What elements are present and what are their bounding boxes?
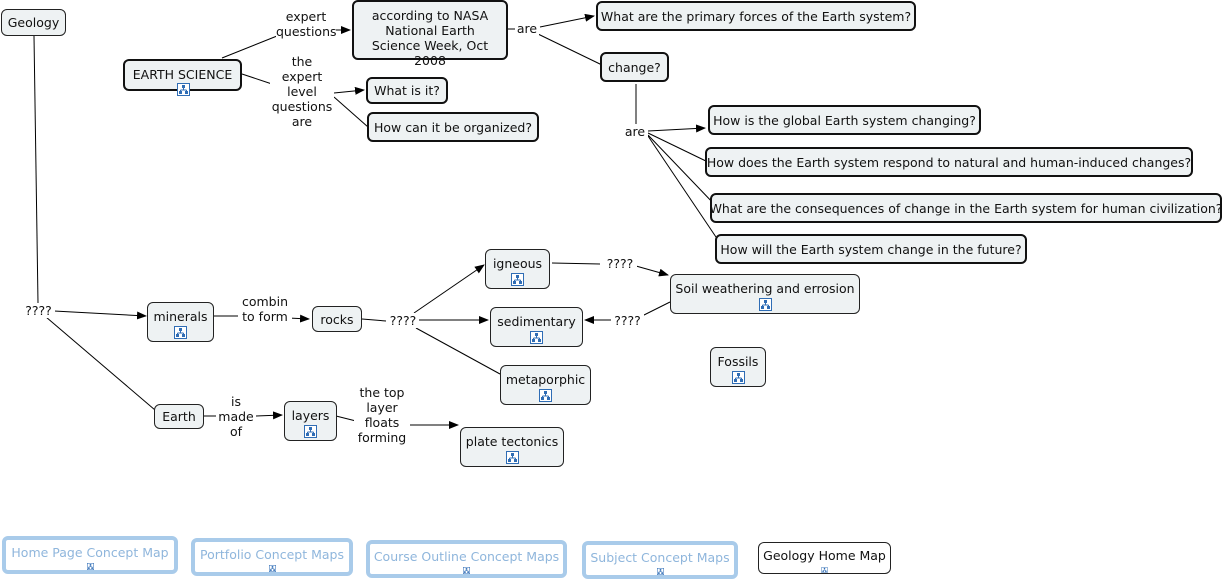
concept-label: Earth xyxy=(162,409,196,424)
concept-label: according to NASA National Earth Science… xyxy=(371,8,489,68)
concept-label: layers xyxy=(291,408,330,423)
concept-label: How is the global Earth system changing? xyxy=(713,112,976,128)
concept-primary-forces[interactable]: What are the primary forces of the Earth… xyxy=(596,1,916,31)
concept-rocks[interactable]: rocks xyxy=(312,306,362,332)
concept-map-link-icon[interactable] xyxy=(505,451,519,464)
concept-label: What is it? xyxy=(374,83,440,98)
concept-label: plate tectonics xyxy=(465,434,559,449)
nav-label: Portfolio Concept Maps xyxy=(200,547,344,562)
concept-map-link-icon[interactable] xyxy=(266,565,279,572)
link-igneous-question: ???? xyxy=(603,256,637,271)
concept-plate-tectonics[interactable]: plate tectonics xyxy=(460,427,564,467)
concept-label: minerals xyxy=(153,309,208,324)
concept-map-link-icon[interactable] xyxy=(758,298,772,311)
concept-metaporphic[interactable]: metaporphic xyxy=(500,365,591,405)
concept-map-link-icon[interactable] xyxy=(177,83,190,96)
concept-sedimentary[interactable]: sedimentary xyxy=(490,307,583,347)
concept-q-consequences[interactable]: What are the consequences of change in t… xyxy=(710,193,1222,223)
concept-q-future[interactable]: How will the Earth system change in the … xyxy=(715,234,1027,264)
concept-map-link-icon[interactable] xyxy=(304,425,317,438)
concept-q-changing[interactable]: How is the global Earth system changing? xyxy=(708,105,981,135)
concept-fossils[interactable]: Fossils xyxy=(710,347,766,387)
concept-minerals[interactable]: minerals xyxy=(147,302,214,342)
link-soil-question: ???? xyxy=(611,313,644,328)
concept-change[interactable]: change? xyxy=(600,52,669,82)
link-is-made-of: is made of xyxy=(216,394,256,439)
concept-map-link-icon[interactable] xyxy=(654,568,667,575)
concept-map-link-icon[interactable] xyxy=(460,567,473,574)
nav-course-outline-maps[interactable]: Course Outline Concept Maps xyxy=(366,540,567,578)
link-rocks-question: ???? xyxy=(387,313,419,328)
concept-map-link-icon[interactable] xyxy=(84,563,97,570)
link-top-layer: the top layer floats forming xyxy=(354,385,410,445)
concept-label: How can it be organized? xyxy=(374,119,532,135)
concept-label: Geology xyxy=(7,15,60,30)
concept-soil[interactable]: Soil weathering and errosion xyxy=(670,274,860,314)
nav-label: Geology Home Map xyxy=(763,548,886,563)
concept-label: EARTH SCIENCE xyxy=(132,67,233,82)
concept-label: How will the Earth system change in the … xyxy=(720,241,1022,257)
concept-map-link-icon[interactable] xyxy=(731,371,745,384)
concept-label: Fossils xyxy=(717,354,759,369)
concept-geology[interactable]: Geology xyxy=(1,9,66,36)
concept-label: igneous xyxy=(492,256,543,271)
nav-geology-home-map[interactable]: Geology Home Map xyxy=(758,542,891,574)
concept-map-link-icon[interactable] xyxy=(530,331,543,344)
concept-label: rocks xyxy=(320,311,354,327)
link-combin-to-form: combin to form xyxy=(238,294,292,324)
nav-home-page-map[interactable]: Home Page Concept Map xyxy=(2,536,178,574)
concept-layers[interactable]: layers xyxy=(284,401,337,441)
nav-portfolio-maps[interactable]: Portfolio Concept Maps xyxy=(191,538,353,576)
nav-label: Home Page Concept Map xyxy=(11,545,169,560)
concept-label: sedimentary xyxy=(497,314,576,329)
nav-label: Subject Concept Maps xyxy=(590,550,730,565)
concept-earth-science[interactable]: EARTH SCIENCE xyxy=(123,59,242,96)
link-main-question: ???? xyxy=(22,303,55,318)
link-expert-level: the expert level questions are xyxy=(270,54,334,129)
nav-subject-maps[interactable]: Subject Concept Maps xyxy=(582,541,738,579)
concept-label: change? xyxy=(608,59,661,75)
link-are-nasa: are xyxy=(515,21,539,36)
concept-nasa[interactable]: according to NASA National Earth Science… xyxy=(352,0,508,68)
nav-label: Course Outline Concept Maps xyxy=(373,549,560,564)
concept-map-link-icon[interactable] xyxy=(539,389,552,402)
link-are-change: are xyxy=(622,124,648,139)
concept-label: What are the primary forces of the Earth… xyxy=(600,8,912,24)
concept-what-is-it[interactable]: What is it? xyxy=(366,77,448,104)
concept-igneous[interactable]: igneous xyxy=(485,249,550,289)
concept-label: Soil weathering and errosion xyxy=(675,281,855,296)
link-expert-questions: expert questions xyxy=(276,9,337,39)
concept-q-respond[interactable]: How does the Earth system respond to nat… xyxy=(705,147,1193,177)
concept-how-organized[interactable]: How can it be organized? xyxy=(367,112,539,142)
concept-map-link-icon[interactable] xyxy=(511,273,524,286)
concept-map-link-icon[interactable] xyxy=(818,567,831,573)
concept-label: What are the consequences of change in t… xyxy=(709,200,1223,216)
concept-label: How does the Earth system respond to nat… xyxy=(706,154,1192,170)
concept-earth[interactable]: Earth xyxy=(154,404,204,429)
concept-map-link-icon[interactable] xyxy=(174,326,187,339)
concept-label: metaporphic xyxy=(505,372,586,387)
